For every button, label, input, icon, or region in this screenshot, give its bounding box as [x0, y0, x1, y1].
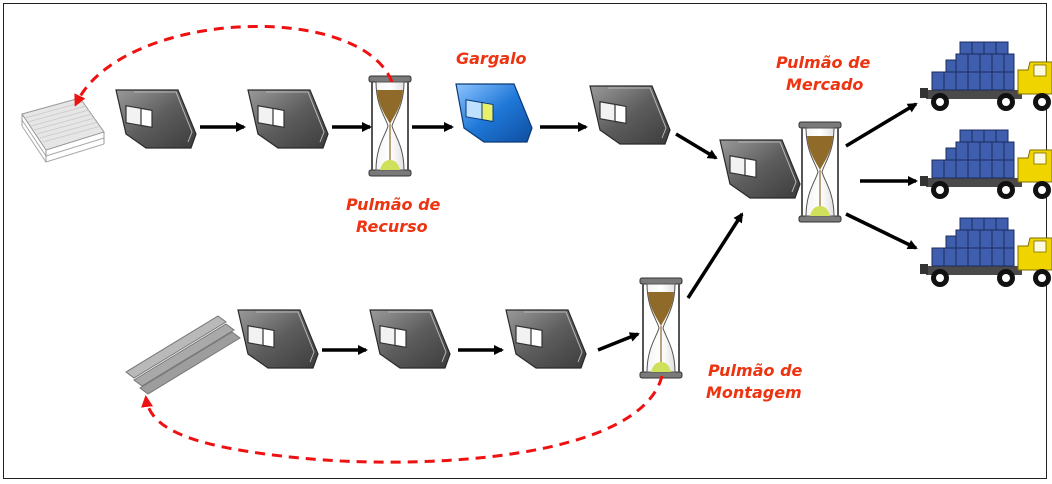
- flow-arrows: [200, 102, 918, 355]
- flow-arrow: [845, 102, 918, 148]
- bottleneck-machine-icon: [455, 83, 533, 143]
- machine-icon: [719, 139, 801, 199]
- machine-icon: [247, 89, 329, 149]
- machine-icon: [369, 309, 451, 369]
- bottleneck-label: Gargalo: [456, 49, 527, 68]
- delivery-truck-icon: [919, 217, 1052, 288]
- market-buffer-label-line1: Pulmão de: [776, 53, 871, 72]
- machine-icon: [237, 309, 319, 369]
- flow-arrow: [597, 332, 640, 352]
- bar-stock-icon: [125, 315, 241, 395]
- rope-bottom: [141, 375, 664, 464]
- sheet-stack-icon: [21, 97, 105, 163]
- flow-arrow: [686, 212, 744, 299]
- machine-icon: [589, 85, 671, 145]
- flow-arrow: [845, 212, 918, 250]
- hourglass-icon: [798, 121, 842, 223]
- assembly-buffer-label-line2: Montagem: [706, 383, 802, 402]
- delivery-truck-icon: [919, 129, 1052, 200]
- resource-buffer-label-line1: Pulmão de: [346, 195, 441, 214]
- rope-top: [74, 25, 394, 107]
- market-buffer-label-line2: Mercado: [786, 75, 863, 94]
- machine-icon: [115, 89, 197, 149]
- diagram-frame: [3, 3, 1047, 479]
- hourglass-icon: [639, 277, 683, 379]
- assembly-buffer-label-line1: Pulmão de: [708, 361, 803, 380]
- hourglass-icon: [368, 75, 412, 177]
- flow-arrow: [675, 132, 718, 160]
- machine-icon: [505, 309, 587, 369]
- delivery-truck-icon: [919, 41, 1052, 112]
- resource-buffer-label-line2: Recurso: [356, 217, 428, 236]
